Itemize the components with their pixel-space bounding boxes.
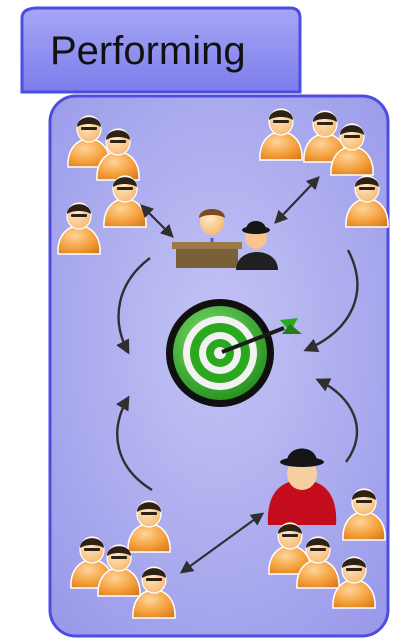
diagram-title: Performing: [50, 29, 246, 73]
